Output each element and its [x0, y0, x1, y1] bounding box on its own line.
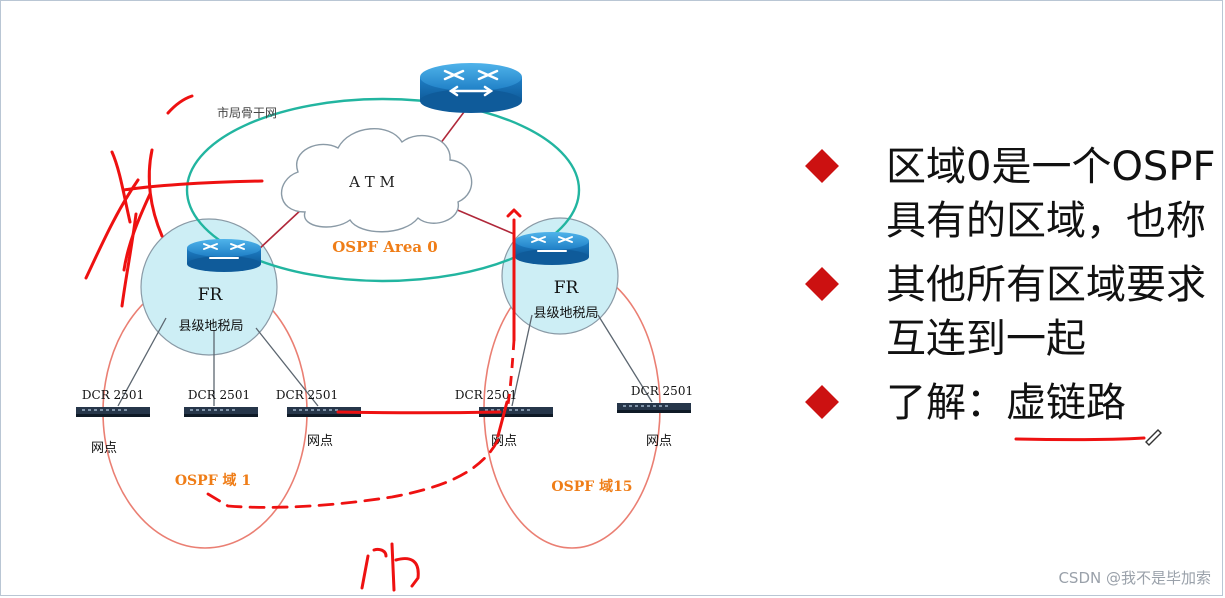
- device-model-4: DCR 2501: [455, 388, 517, 402]
- bullet-item-3: 了解：虚链路: [800, 376, 1225, 430]
- node-label-4: 网点: [491, 434, 517, 449]
- left-fr-label: FR: [198, 285, 224, 305]
- red-pen-annotations: [84, 94, 1146, 592]
- lan-links: [117, 314, 653, 407]
- diamond-bullet-icon: [805, 267, 839, 301]
- area0-ellipse: [185, 97, 581, 283]
- device-model-1: DCR 2501: [82, 388, 144, 402]
- area1-label: OSPF 域 1: [175, 472, 251, 489]
- left-office-label: 县级地税局: [178, 319, 243, 334]
- atm-label: A T M: [348, 173, 395, 191]
- right-office-label: 县级地税局: [533, 306, 598, 321]
- bullet-item-2: 其他所有区域要求 互连到一起: [800, 258, 1225, 366]
- right-fr-router-icon: [514, 231, 590, 266]
- backbone-label: 市局骨干网: [217, 105, 277, 120]
- bullet-line: 了解：虚链路: [886, 380, 1126, 426]
- bullet-line: 区域0是一个OSPF: [886, 144, 1216, 190]
- diamond-bullet-icon: [805, 385, 839, 419]
- watermark: CSDN @我不是毕加索: [1058, 569, 1211, 587]
- node-label-5: 网点: [646, 434, 672, 449]
- device-model-3: DCR 2501: [276, 388, 338, 402]
- area15-label: OSPF 域15: [551, 478, 632, 495]
- bullet-line: 具有的区域，也称: [886, 198, 1206, 244]
- switch-icon-5: [617, 403, 691, 413]
- diamond-bullet-icon: [805, 149, 839, 183]
- atm-cloud: [280, 128, 473, 233]
- node-label-1: 网点: [91, 441, 117, 456]
- right-fr-label: FR: [554, 278, 580, 298]
- bullet-line: 互连到一起: [886, 316, 1086, 362]
- bullet-item-1: 区域0是一个OSPF 具有的区域，也称: [800, 140, 1225, 248]
- virtual-link-vertical-annotation: [505, 339, 516, 411]
- node-label-3: 网点: [307, 434, 333, 449]
- left-fr-router-icon: [186, 238, 262, 273]
- area0-label: OSPF Area 0: [332, 238, 438, 256]
- switch-icon-2: [184, 407, 258, 417]
- bullet-line: 其他所有区域要求: [886, 262, 1206, 308]
- device-model-5: DCR 2501: [631, 384, 693, 398]
- pen-cursor-icon: [1145, 429, 1162, 446]
- switch-icon-1: [76, 407, 150, 417]
- bullet-list: 区域0是一个OSPF 具有的区域，也称 其他所有区域要求 互连到一起 了解：虚链…: [800, 140, 1225, 430]
- virtual-link-dashed-annotation: [206, 438, 500, 509]
- core-router-icon: [418, 61, 524, 115]
- device-model-2: DCR 2501: [188, 388, 250, 402]
